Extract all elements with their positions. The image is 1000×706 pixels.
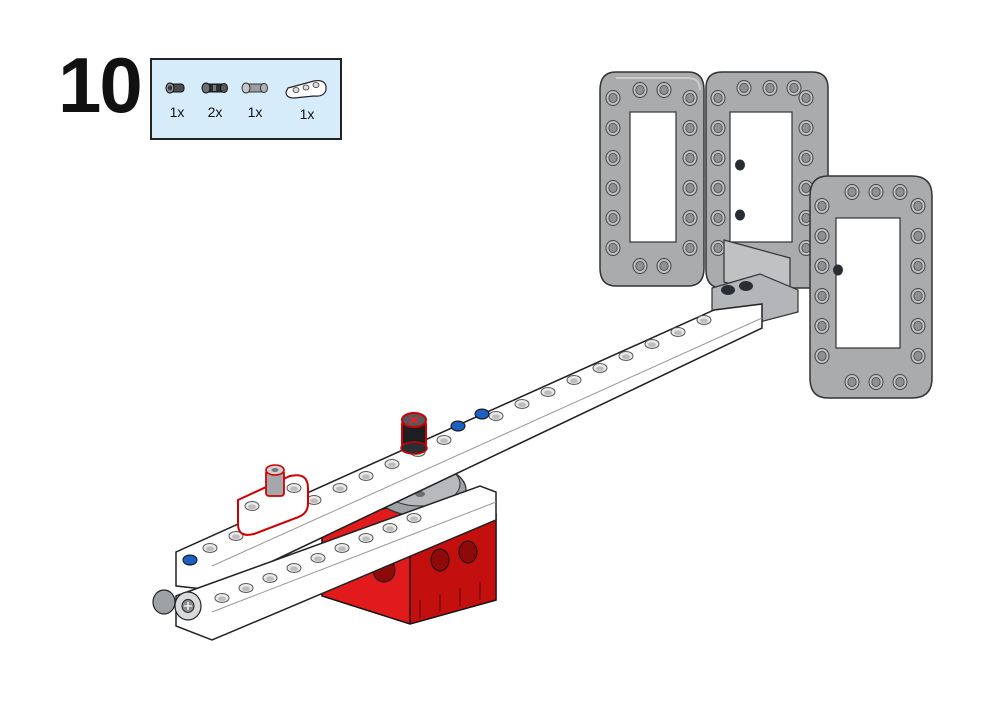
part-qty: 1x: [299, 106, 315, 122]
part-qty: 1x: [247, 104, 263, 120]
gray-frame-left: [599, 71, 705, 287]
axle-peg-icon: [201, 82, 228, 94]
lower-white-beam: [175, 485, 497, 641]
step-number: 10: [58, 41, 143, 129]
connector-peg-icon: [165, 82, 185, 94]
blue-pegs: [182, 408, 490, 566]
part-item: 2x: [200, 78, 230, 120]
beam-end-connector: [152, 589, 202, 621]
parts-callout: 1x 2x 1x 1x: [150, 58, 342, 140]
beam-3-icon: [285, 79, 327, 99]
part-qty: 2x: [207, 104, 223, 120]
new-axle-peg-highlighted: [400, 412, 428, 455]
gray-frame-middle: [705, 71, 829, 289]
part-qty: 1x: [169, 104, 185, 120]
new-beam-3-highlighted: [237, 464, 309, 536]
part-item: 1x: [240, 78, 270, 120]
part-item: 1x: [284, 78, 330, 122]
gray-frame-right: [809, 175, 933, 399]
peg-bush-icon: [241, 82, 268, 94]
part-item: 1x: [164, 78, 190, 120]
